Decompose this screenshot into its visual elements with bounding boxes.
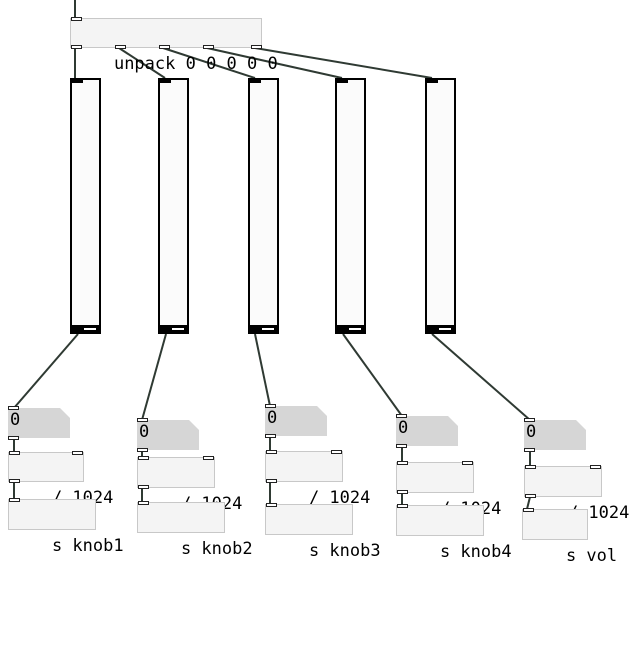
number-outlet[interactable] (396, 444, 407, 448)
divide-left-inlet[interactable] (397, 461, 408, 465)
send-inlet[interactable] (138, 501, 149, 505)
send-label: s knob2 (180, 539, 253, 559)
unpack-outlet-3[interactable] (159, 45, 170, 49)
divide-right-inlet[interactable] (462, 461, 473, 465)
unpack-inlet[interactable] (71, 17, 82, 21)
number-value[interactable]: 0 (137, 420, 199, 450)
slider-outlet (84, 328, 96, 330)
number-box-1[interactable]: 0 (8, 406, 70, 440)
patch-cord[interactable] (162, 47, 256, 79)
unpack-label: unpack 0 0 0 0 0 (113, 54, 278, 74)
number-value[interactable]: 0 (265, 406, 327, 436)
divide-outlet[interactable] (525, 494, 536, 498)
divide-outlet[interactable] (266, 479, 277, 483)
divide-right-inlet[interactable] (203, 456, 214, 460)
unpack-outlet-2[interactable] (115, 45, 126, 49)
divide-object-4[interactable]: / 1024 (396, 461, 501, 519)
number-value[interactable]: 0 (8, 408, 70, 438)
slider-outlet (172, 328, 184, 330)
number-inlet[interactable] (524, 418, 535, 422)
slider-outlet (349, 328, 361, 330)
divide-outlet[interactable] (9, 479, 20, 483)
slider-inlet (427, 80, 438, 83)
send-inlet[interactable] (397, 504, 408, 508)
send-label: s knob3 (308, 541, 381, 561)
unpack-outlet-4[interactable] (203, 45, 214, 49)
patch-cord[interactable] (141, 333, 167, 421)
number-inlet[interactable] (8, 406, 19, 410)
send-inlet[interactable] (523, 508, 534, 512)
slider-inlet (250, 80, 261, 83)
unpack-outlet-1[interactable] (71, 45, 82, 49)
patch-cord[interactable] (206, 47, 343, 79)
patch-cord[interactable] (431, 333, 531, 421)
patch-cord[interactable] (526, 496, 531, 510)
divide-left-inlet[interactable] (138, 456, 149, 460)
number-value[interactable]: 0 (396, 416, 458, 446)
send-label: s knob1 (51, 536, 124, 556)
slider-outlet (262, 328, 274, 330)
divide-outlet[interactable] (397, 490, 408, 494)
patch-canvas[interactable]: unpack 0 0 0 0 0 0 / 1024 s knob1 (0, 0, 640, 566)
slider-inlet (160, 80, 171, 83)
divide-right-inlet[interactable] (331, 450, 342, 454)
send-object-5[interactable]: s vol (522, 508, 617, 566)
divide-left-inlet[interactable] (9, 451, 20, 455)
number-inlet[interactable] (396, 414, 407, 418)
number-inlet[interactable] (137, 418, 148, 422)
send-label: s vol (565, 546, 618, 566)
unpack-object[interactable]: unpack 0 0 0 0 0 (70, 17, 278, 74)
slider-outlet (439, 328, 451, 330)
patch-cord[interactable] (254, 333, 271, 407)
send-inlet[interactable] (266, 503, 277, 507)
divide-right-inlet[interactable] (590, 465, 601, 469)
divide-right-inlet[interactable] (72, 451, 83, 455)
send-inlet[interactable] (9, 498, 20, 502)
divide-object-1[interactable]: / 1024 (8, 451, 113, 508)
patch-cord[interactable] (118, 47, 166, 79)
slider-inlet (72, 80, 83, 83)
number-box-2[interactable]: 0 (137, 418, 199, 452)
number-value[interactable]: 0 (524, 420, 586, 450)
send-object-1[interactable]: s knob1 (8, 498, 124, 556)
patch-cord[interactable] (13, 333, 79, 409)
number-outlet[interactable] (8, 436, 19, 440)
vslider-2[interactable] (158, 78, 189, 334)
divide-label: / 1024 (308, 488, 371, 508)
number-box-5[interactable]: 0 (524, 418, 586, 452)
vslider-1[interactable] (70, 78, 101, 334)
patch-cord[interactable] (254, 47, 433, 79)
send-object-3[interactable]: s knob3 (265, 503, 381, 561)
number-outlet[interactable] (265, 434, 276, 438)
number-outlet[interactable] (137, 448, 148, 452)
number-inlet[interactable] (265, 404, 276, 408)
vslider-4[interactable] (335, 78, 366, 334)
connections-layer (13, 0, 531, 510)
send-object-2[interactable]: s knob2 (137, 501, 253, 559)
slider-inlet (337, 80, 348, 83)
divide-outlet[interactable] (138, 485, 149, 489)
unpack-outlet-5[interactable] (251, 45, 262, 49)
number-box-3[interactable]: 0 (265, 404, 327, 438)
divide-object-2[interactable]: / 1024 (137, 456, 242, 514)
patch-cord[interactable] (342, 333, 403, 417)
send-label: s knob4 (439, 542, 512, 562)
vslider-3[interactable] (248, 78, 279, 334)
vslider-5[interactable] (425, 78, 456, 334)
divide-object-5[interactable]: / 1024 (524, 465, 629, 523)
number-box-4[interactable]: 0 (396, 414, 458, 448)
number-outlet[interactable] (524, 448, 535, 452)
divide-left-inlet[interactable] (525, 465, 536, 469)
send-object-4[interactable]: s knob4 (396, 504, 512, 562)
divide-object-3[interactable]: / 1024 (265, 450, 370, 508)
divide-left-inlet[interactable] (266, 450, 277, 454)
